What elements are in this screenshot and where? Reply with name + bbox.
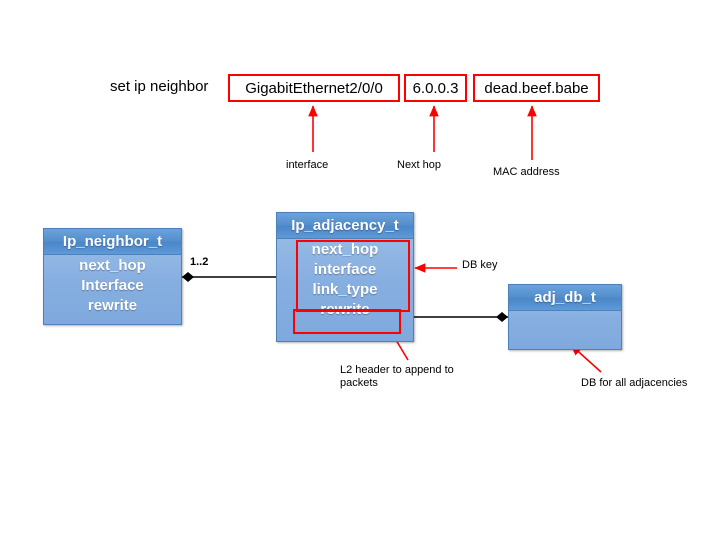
field-rewrite: rewrite bbox=[87, 297, 138, 314]
field-next-hop: next_hop bbox=[311, 241, 379, 258]
aggregation-diamond-neighbor-icon bbox=[182, 272, 194, 282]
field-interface: Interface bbox=[81, 277, 144, 294]
class-title-ip-neighbor: Ip_neighbor_t bbox=[44, 229, 181, 255]
class-box-adj-db: adj_db_t bbox=[508, 284, 622, 350]
command-value-interface: GigabitEthernet2/0/0 bbox=[228, 74, 400, 102]
class-fields-adj-db bbox=[509, 311, 621, 312]
aggregation-diamond-adjdb-icon bbox=[496, 312, 508, 322]
field-link-type: link_type bbox=[312, 281, 378, 298]
class-fields-ip-adjacency: next_hop interface link_type rewrite bbox=[277, 239, 413, 320]
caption-next-hop: Next hop bbox=[397, 159, 442, 171]
class-title-adj-db: adj_db_t bbox=[509, 285, 621, 311]
multiplicity-label: 1..2 bbox=[190, 256, 209, 268]
command-label: set ip neighbor bbox=[110, 78, 209, 95]
caption-mac-address: MAC address bbox=[493, 166, 560, 178]
highlight-rewrite-field bbox=[293, 309, 401, 334]
command-value-next-hop: 6.0.0.3 bbox=[404, 74, 467, 102]
field-next-hop: next_hop bbox=[79, 257, 146, 274]
class-title-ip-adjacency: Ip_adjacency_t bbox=[277, 213, 413, 239]
command-value-mac-address: dead.beef.babe bbox=[473, 74, 600, 102]
caption-db-for-all-adjacencies: DB for all adjacencies bbox=[581, 377, 688, 389]
caption-interface: interface bbox=[286, 159, 329, 171]
field-interface: interface bbox=[313, 261, 377, 278]
class-box-ip-neighbor: Ip_neighbor_t next_hop Interface rewrite bbox=[43, 228, 182, 325]
caption-db-key: DB key bbox=[462, 259, 498, 271]
caption-l2-header: L2 header to append to packets bbox=[340, 364, 454, 389]
class-fields-ip-neighbor: next_hop Interface rewrite bbox=[44, 255, 181, 316]
highlight-db-key-fields bbox=[296, 240, 410, 312]
class-box-ip-adjacency: Ip_adjacency_t next_hop interface link_t… bbox=[276, 212, 414, 342]
